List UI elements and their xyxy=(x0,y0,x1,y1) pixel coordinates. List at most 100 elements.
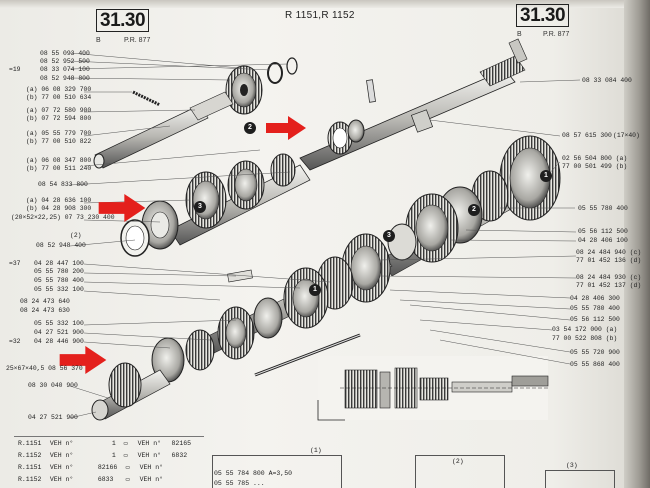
table-to: VEH n° xyxy=(139,464,164,471)
part-number: 08 33 074 100 xyxy=(40,66,90,73)
arrow-glyph: ▭ xyxy=(125,476,130,483)
detail-box-3 xyxy=(545,470,615,488)
table-from: 1 xyxy=(111,452,116,459)
table-row: R.1151 VEH n° 1 ▭ VEH n° 82165 xyxy=(18,439,191,447)
part-number: 08 52 948 400 xyxy=(36,242,86,249)
part-number: 77 00 522 808 (b) xyxy=(552,335,618,342)
part-number: 03 54 172 000 (a) xyxy=(552,326,618,333)
previous-page-edge xyxy=(0,0,650,8)
pin-part xyxy=(366,79,376,103)
part-number: 05 55 332 100 xyxy=(34,286,84,293)
table-rule xyxy=(14,436,204,437)
arrow-glyph: ▭ xyxy=(125,464,130,471)
section-number-right: 31.30 xyxy=(516,4,570,27)
table-to: VEH n° xyxy=(137,452,162,459)
long-rod xyxy=(254,333,361,377)
section-number-left: 31.30 xyxy=(96,9,150,32)
part-number: 04 27 521 900 xyxy=(34,329,84,336)
part-number: 05 55 332 100 xyxy=(34,320,84,327)
sub-left: B xyxy=(96,37,101,44)
middle-gear-cluster xyxy=(141,153,311,250)
part-number: (a) 05 55 779 700 xyxy=(26,130,92,137)
part-number: 04 28 406 100 xyxy=(578,237,628,244)
part-number: 08 54 833 800 xyxy=(38,181,88,188)
bearing-upper xyxy=(327,119,365,155)
table-value: 82165 xyxy=(171,440,192,447)
arrow-glyph: ▭ xyxy=(123,452,128,459)
output-shaft xyxy=(91,362,171,421)
part-number: (b) 77 00 510 822 xyxy=(26,138,92,145)
red-arrow-lower xyxy=(59,346,107,374)
table-from: 1 xyxy=(111,440,116,447)
detail-box-1 xyxy=(212,455,342,488)
binder-edge xyxy=(624,0,650,488)
red-arrow-middle xyxy=(98,194,146,222)
table-model: R.1151 xyxy=(18,440,42,447)
part-number: 08 30 040 900 xyxy=(28,382,78,389)
bearing-cup xyxy=(120,219,150,257)
lower-gear-cluster xyxy=(151,233,393,383)
callout-bubble: 3 xyxy=(194,201,206,213)
qty-mark: =19 xyxy=(9,66,21,73)
circlip-rings xyxy=(267,57,298,84)
right-gear-cluster xyxy=(379,135,561,277)
detail-partno-2: 05 55 785 ... xyxy=(214,480,265,487)
sub-right: B xyxy=(517,31,522,38)
section-number-left-text: 31.30 xyxy=(96,9,150,32)
part-number: (20×52×22,25) 07 73 230 400 xyxy=(11,214,115,221)
callout-bubble: 1 xyxy=(540,170,552,182)
detail-label-3: (3) xyxy=(566,462,578,469)
part-number: 77 01 452 137 (d) xyxy=(576,282,642,289)
callout-bubble: 1 xyxy=(309,284,321,296)
part-number: 05 56 112 500 xyxy=(578,228,628,235)
part-number: (a) 06 08 347 800 xyxy=(26,157,92,164)
small-shim xyxy=(227,269,253,283)
part-number: 04 27 521 900 xyxy=(28,414,78,421)
part-number-extra: (17×40) xyxy=(613,132,640,139)
table-value: 6832 xyxy=(171,452,188,459)
table-veh: VEH n° xyxy=(49,452,74,459)
part-number-extra: 25×67×40,5 08 56 370 xyxy=(6,365,83,372)
part-number: 04 28 447 100 xyxy=(34,260,84,267)
ref-2-label: (2) xyxy=(70,232,82,239)
callout-bubble: 2 xyxy=(244,122,256,134)
part-number: 08 52 948 800 xyxy=(40,75,90,82)
part-number: 05 55 868 400 xyxy=(570,361,620,368)
qty-mark: =32 xyxy=(9,338,21,345)
part-number: (b) 07 72 594 800 xyxy=(26,115,92,122)
part-number: 08 24 473 630 xyxy=(20,307,70,314)
ref-left: P.R. 877 xyxy=(124,37,151,44)
detail-label-2: (2) xyxy=(452,458,464,465)
part-number: 04 28 446 900 xyxy=(34,338,84,345)
part-number: 08 33 084 400 xyxy=(582,77,632,84)
part-number: 77 01 452 136 (d) xyxy=(576,257,642,264)
top-gear-small xyxy=(225,65,263,115)
part-number: 05 55 720 900 xyxy=(570,349,620,356)
part-number: (b) 77 00 510 634 xyxy=(26,94,92,101)
callout-bubble: 2 xyxy=(468,204,480,216)
red-arrow-upper xyxy=(266,116,306,140)
part-number: 08 52 952 500 xyxy=(40,58,90,65)
part-number: (a) 07 72 580 900 xyxy=(26,107,92,114)
table-from: 82166 xyxy=(97,464,118,471)
nut-part xyxy=(410,109,434,133)
part-number: 05 55 780 200 xyxy=(34,268,84,275)
part-number: 04 28 406 300 xyxy=(570,295,620,302)
section-number-right-text: 31.30 xyxy=(516,4,570,27)
part-number: 08 24 484 930 (c) xyxy=(576,274,642,281)
part-number: 08 57 615 300 xyxy=(562,132,612,139)
detail-box-2 xyxy=(415,455,505,488)
callout-bubble: 3 xyxy=(383,230,395,242)
qty-mark: =37 xyxy=(9,260,21,267)
part-number: (b) 77 00 511 240 xyxy=(26,165,92,172)
part-number: 08 24 484 940 (c) xyxy=(576,249,642,256)
cross-section-view xyxy=(317,356,549,421)
table-to: VEH n° xyxy=(139,476,164,483)
arrow-glyph: ▭ xyxy=(123,440,128,447)
ref-right: P.R. 877 xyxy=(543,31,570,38)
detail-label-1: (1) xyxy=(310,447,322,454)
spring-part xyxy=(132,90,161,107)
table-to: VEH n° xyxy=(137,440,162,447)
